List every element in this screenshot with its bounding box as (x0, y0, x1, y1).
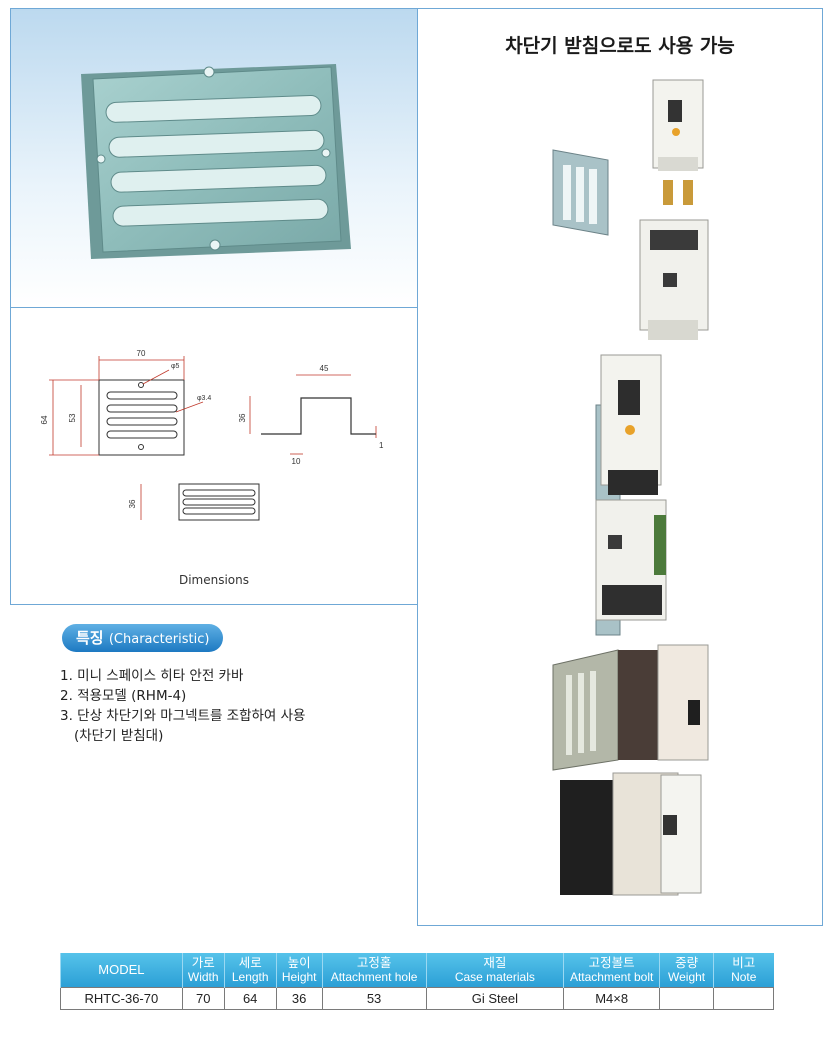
header-width-ko: 가로 (191, 956, 215, 970)
dim-width-label: 70 (137, 349, 146, 358)
characteristic-title-en: (Characteristic) (108, 632, 210, 647)
header-note-ko: 비고 (732, 956, 756, 970)
usage-panel: 차단기 받침으로도 사용 가능 (417, 8, 823, 926)
header-case-materials-ko: 재질 (483, 956, 507, 970)
cell-height: 36 (275, 987, 323, 1010)
dimension-drawing: 70 64 53 φ5 φ3.4 45 36 10 1 36 (40, 349, 384, 521)
header-weight-en: Weight (668, 970, 706, 984)
characteristic-list: 1. 미니 스페이스 히타 안전 카바 2. 적용모델 (RHM-4) 3. 단… (60, 666, 305, 746)
header-weight-ko: 중량 (675, 956, 699, 970)
characteristic-title: 특징 (Characteristic) (62, 624, 224, 652)
header-width-en: Width (187, 970, 219, 984)
dimensions-panel: 70 64 53 φ5 φ3.4 45 36 10 1 36 Dimension… (10, 307, 418, 605)
breaker-photo-1 (552, 79, 709, 340)
cell-attachment-bolt: M4×8 (563, 987, 661, 1010)
header-height-ko: 높이 (287, 956, 311, 970)
dim-flange-label: 10 (292, 457, 301, 466)
header-height-en: Height (281, 970, 317, 984)
front-view-drawing (98, 379, 185, 456)
usage-photos (552, 79, 709, 896)
spec-data-row: RHTC-36-70 70 64 36 53 Gi Steel M4×8 (60, 987, 774, 1010)
characteristic-item-1: 1. 미니 스페이스 히타 안전 카바 (60, 668, 244, 684)
header-attachment-bolt-ko: 고정볼트 (588, 956, 635, 970)
header-note-en: Note (731, 970, 757, 984)
header-model: MODEL (60, 953, 183, 988)
cell-model: RHTC-36-70 (60, 987, 183, 1010)
dim-height-label: 64 (40, 415, 49, 424)
characteristic-item-2: 2. 적용모델 (RHM-4) (60, 688, 187, 704)
dim-top-height-label: 36 (128, 499, 137, 508)
cell-width: 70 (181, 987, 225, 1010)
usage-title: 차단기 받침으로도 사용 가능 (505, 35, 735, 57)
dimensions-caption: Dimensions (178, 573, 250, 587)
header-length-en: Length (231, 970, 269, 984)
cell-attachment-hole: 53 (321, 987, 427, 1010)
top-view-drawing (178, 483, 260, 521)
dim-pitch-label: 53 (68, 413, 77, 422)
cell-weight (659, 987, 715, 1010)
characteristic-item-3-cont: (차단기 받침대) (74, 728, 164, 744)
dim-hole-small-label: φ3.4 (197, 395, 211, 402)
characteristic-title-ko: 특징 (76, 629, 104, 647)
side-profile-drawing (261, 397, 376, 435)
header-attachment-hole-ko: 고정홀 (356, 956, 392, 970)
heater-cover-photo (81, 64, 351, 259)
dim-top-width-label: 45 (320, 364, 329, 373)
header-case-materials-en: Case materials (454, 970, 535, 984)
dim-thickness-label: 1 (379, 441, 384, 450)
header-length-ko: 세로 (238, 956, 262, 970)
cell-length: 64 (223, 987, 277, 1010)
cell-note (713, 987, 774, 1010)
header-attachment-bolt-en: Attachment bolt (569, 970, 654, 984)
breaker-photo-3 (552, 644, 709, 896)
dim-side-height-label: 36 (238, 413, 247, 422)
dim-hole-large-label: φ5 (171, 363, 180, 370)
breaker-photo-2 (595, 354, 667, 636)
product-photo-panel (10, 8, 418, 308)
cell-case-materials: Gi Steel (425, 987, 565, 1010)
characteristic-item-3: 3. 단상 차단기와 마그넥트를 조합하여 사용 (60, 708, 306, 724)
header-attachment-hole-en: Attachment hole (330, 970, 418, 984)
